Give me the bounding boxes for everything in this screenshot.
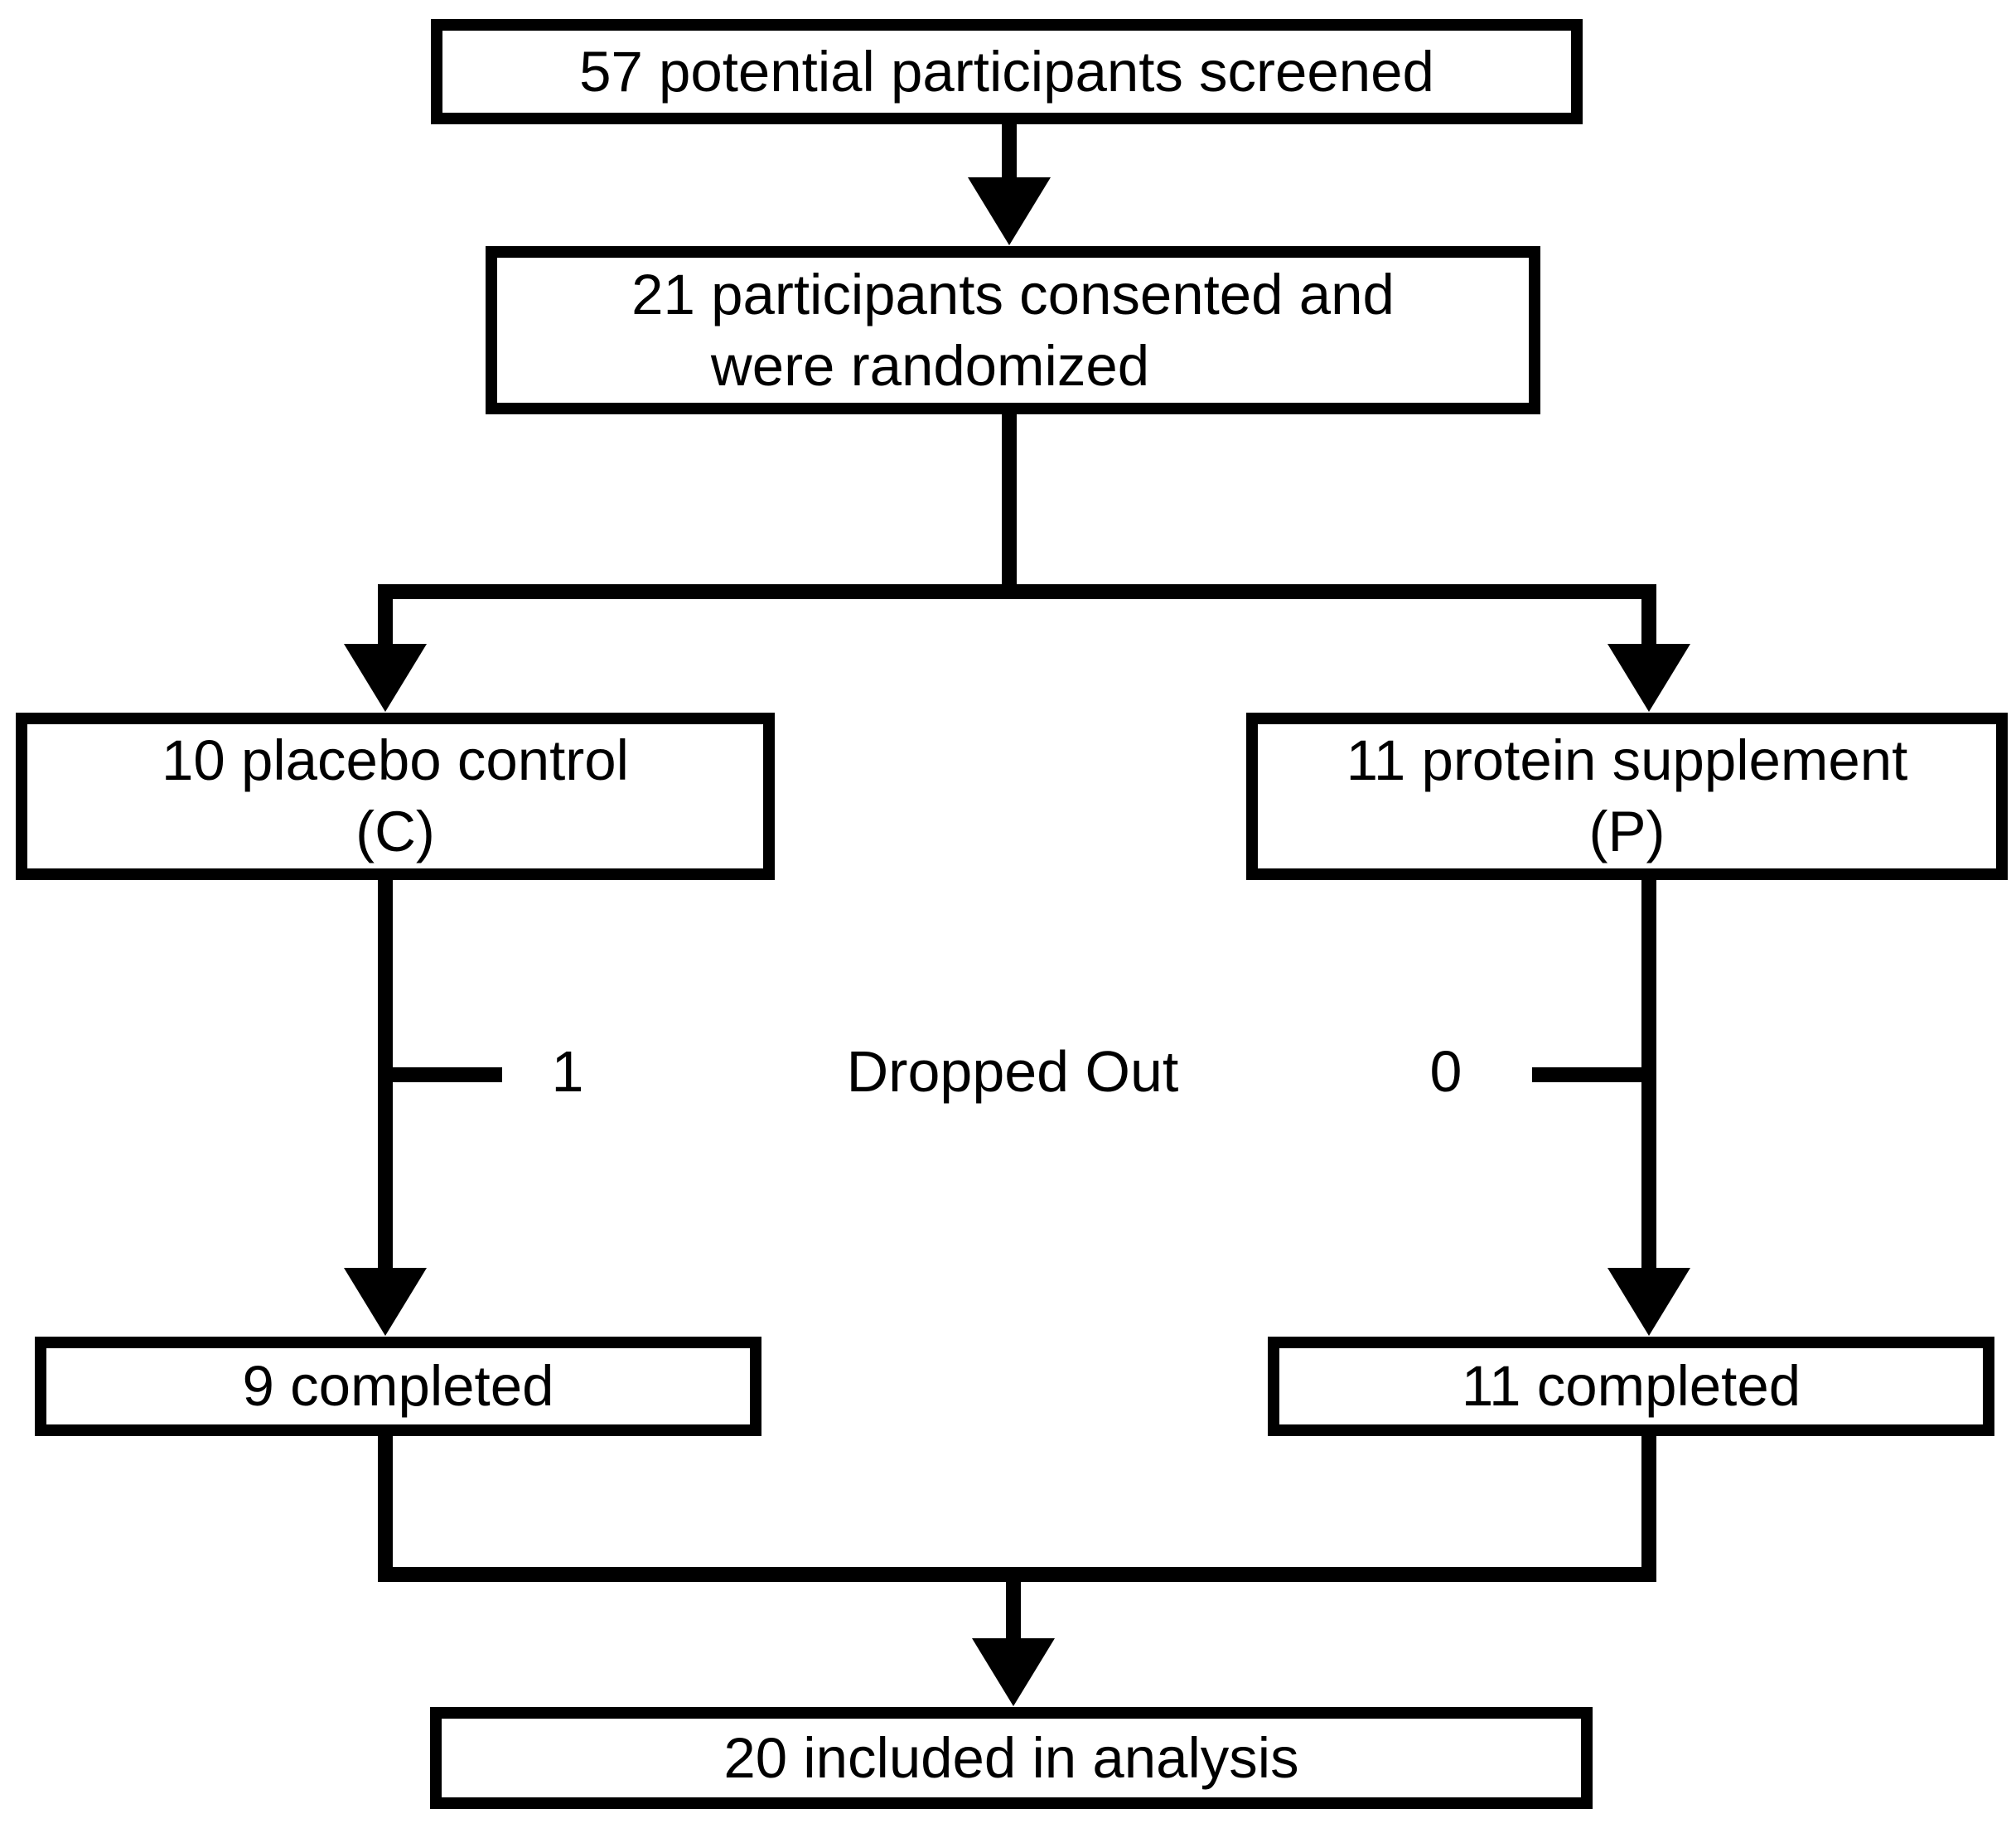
node-protein-line2: (P) bbox=[1588, 800, 1665, 863]
down-arrow-icon bbox=[968, 177, 1051, 245]
connector-randomized-stem bbox=[1002, 413, 1017, 590]
node-analysis-label: 20 included in analysis bbox=[723, 1725, 1299, 1790]
connector-completed-protein-down bbox=[1641, 1436, 1656, 1579]
dropout-count-protein: 0 bbox=[1429, 1039, 1462, 1104]
node-placebo-control: 10 placebo control (C) bbox=[16, 713, 775, 880]
connector-merge-horizontal bbox=[378, 1567, 1656, 1582]
connector-merge-stem bbox=[1006, 1579, 1021, 1642]
connector-completed-control-down bbox=[378, 1436, 393, 1579]
down-arrow-icon bbox=[344, 1268, 427, 1336]
node-placebo-line2: (C) bbox=[355, 800, 435, 863]
down-arrow-icon bbox=[972, 1638, 1055, 1706]
node-randomized: 21 participants consented and were rando… bbox=[486, 246, 1540, 414]
down-arrow-icon bbox=[344, 644, 427, 712]
connector-branch-horizontal bbox=[378, 584, 1656, 599]
node-screened: 57 potential participants screened bbox=[431, 19, 1583, 124]
connector-branch-right bbox=[1641, 584, 1656, 649]
node-randomized-line1: 21 participants consented and bbox=[631, 262, 1395, 326]
dropout-count-control: 1 bbox=[551, 1039, 584, 1104]
dropout-tick-right bbox=[1532, 1067, 1656, 1082]
connector-branch-left bbox=[378, 584, 393, 649]
node-completed-control-label: 9 completed bbox=[242, 1354, 554, 1419]
node-completed-protein: 11 completed bbox=[1268, 1337, 1994, 1436]
node-protein-line1: 11 protein supplement bbox=[1346, 728, 1908, 793]
node-completed-protein-label: 11 completed bbox=[1461, 1354, 1801, 1419]
node-completed-control: 9 completed bbox=[35, 1337, 761, 1436]
dropout-label: Dropped Out bbox=[846, 1039, 1179, 1104]
down-arrow-icon bbox=[1607, 644, 1690, 712]
node-screened-label: 57 potential participants screened bbox=[579, 39, 1434, 104]
node-protein-supplement: 11 protein supplement (P) bbox=[1246, 713, 2008, 880]
node-placebo-line1: 10 placebo control bbox=[162, 728, 629, 793]
down-arrow-icon bbox=[1607, 1268, 1690, 1336]
connector-screened-to-randomized bbox=[1002, 123, 1017, 182]
node-randomized-line2: were randomized bbox=[710, 333, 1150, 398]
dropout-tick-left bbox=[378, 1067, 502, 1082]
node-analysis: 20 included in analysis bbox=[430, 1707, 1593, 1809]
